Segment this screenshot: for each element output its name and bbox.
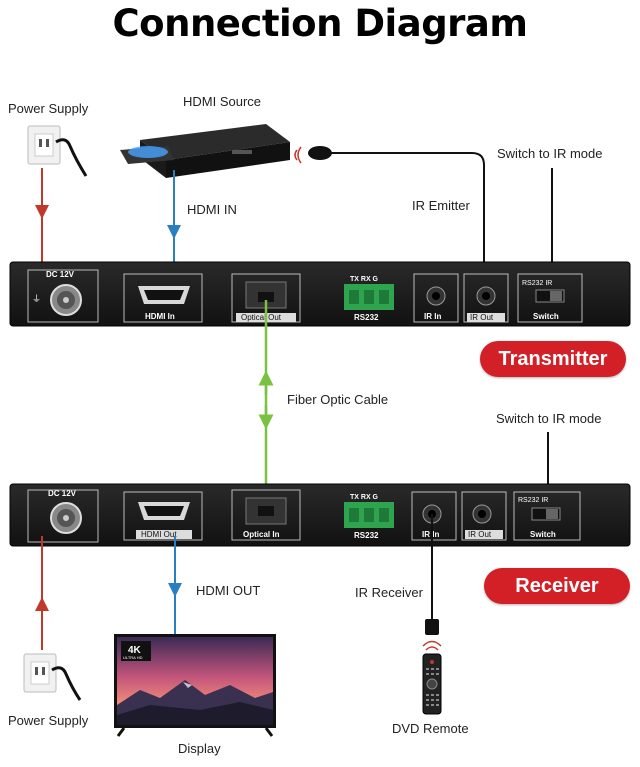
power-supply-bottom-label: Power Supply [8, 713, 89, 728]
transmitter-badge: Transmitter [480, 341, 626, 377]
page-title: Connection Diagram [112, 2, 528, 45]
ir-emitter [294, 146, 332, 164]
hdmi-source-player [120, 124, 290, 178]
tx-dc-label: DC 12V [46, 270, 75, 279]
tx-hdmi-label: HDMI In [145, 312, 175, 321]
receiver-badge: Receiver [484, 568, 630, 604]
tx-rs232-label: RS232 [354, 313, 379, 322]
tx-switch-top: RS232 IR [522, 280, 552, 287]
transmitter-unit: DC 12V ⏚ HDMI In Optical Out TX RX G RS2… [9, 261, 631, 327]
ir-emitter-label: IR Emitter [412, 198, 470, 213]
rx-switch-label: Switch [530, 530, 556, 539]
dvd-remote-label: DVD Remote [392, 721, 469, 736]
fiber-cable-label: Fiber Optic Cable [287, 392, 389, 407]
tx-switch-label: Switch [533, 312, 559, 321]
tx-ir-out-label: IR Out [470, 313, 494, 322]
power-outlet-top [27, 125, 88, 177]
rx-switch-top: RS232 IR [518, 497, 548, 504]
remote-signal-icon [422, 640, 442, 651]
rx-rs232-label: RS232 [354, 531, 379, 540]
tx-rs232-pins: TX RX G [350, 276, 379, 283]
rx-hdmi-label: HDMI Out [141, 530, 177, 539]
switch-ir-top-label: Switch to IR mode [497, 146, 603, 161]
rx-dc-label: DC 12V [48, 489, 77, 498]
tv-uhd-label: ULTRA HD [123, 655, 143, 660]
rx-ir-out-label: IR Out [468, 530, 492, 539]
ir-receiver-label: IR Receiver [355, 585, 423, 600]
tx-optical-label: Optical Out [241, 313, 282, 322]
svg-text:⏚: ⏚ [32, 294, 41, 304]
ir-emitter-cable [330, 152, 485, 288]
hdmi-in-label: HDMI IN [187, 202, 237, 217]
tv-4k-label: 4K [128, 645, 142, 656]
dvd-remote-icon [422, 653, 442, 715]
hdmi-out-label: HDMI OUT [196, 583, 261, 598]
rx-rs232-pins: TX RX G [350, 494, 379, 501]
switch-ir-bottom-label: Switch to IR mode [496, 411, 602, 426]
power-supply-top-label: Power Supply [8, 101, 89, 116]
power-outlet-bottom [23, 653, 82, 701]
rx-optical-label: Optical In [243, 530, 280, 539]
tx-ir-in-label: IR In [424, 312, 441, 321]
hdmi-source-label: HDMI Source [183, 94, 262, 109]
ir-receiver-head [425, 619, 439, 635]
display-label: Display [178, 741, 221, 756]
receiver-unit: DC 12V HDMI Out Optical In TX RX G RS232… [9, 483, 631, 547]
display-tv: 4K ULTRA HD [114, 634, 276, 737]
rx-ir-in-label: IR In [422, 530, 439, 539]
